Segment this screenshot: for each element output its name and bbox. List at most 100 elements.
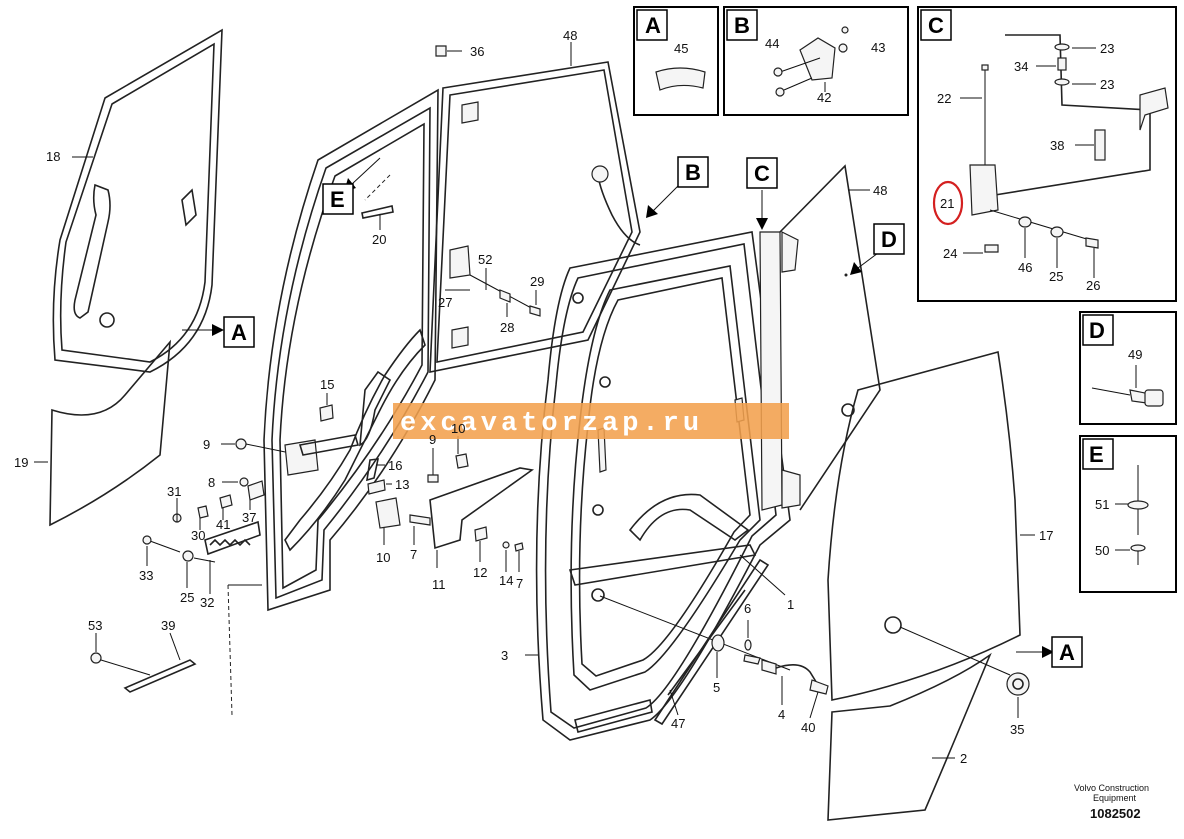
callout-48: 48 [563, 28, 577, 43]
callout-16: 16 [388, 458, 402, 473]
callout-41: 41 [216, 517, 230, 532]
watermark: excavatorzap.ru [393, 403, 789, 439]
detail-label-a-right: A [1059, 640, 1075, 665]
callout-b-43: 43 [871, 40, 885, 55]
callout-18: 18 [46, 149, 60, 164]
callout-a-45: 45 [674, 41, 688, 56]
panel-2 [827, 652, 992, 821]
detail-arrow-a-right [1016, 636, 1083, 668]
callout-6: 6 [744, 601, 751, 616]
glass-48-right [779, 164, 881, 511]
callout-7-right: 7 [516, 576, 523, 591]
detail-label-d-box: D [1089, 318, 1105, 343]
callout-c-21: 21 [940, 196, 954, 211]
callout-c-23-bottom: 23 [1100, 77, 1114, 92]
callout-10-top: 10 [451, 421, 465, 436]
detail-label-c-arrow: C [754, 161, 770, 186]
callout-17: 17 [1039, 528, 1053, 543]
part-20 [361, 205, 394, 230]
callout-27: 27 [438, 295, 452, 310]
callout-35: 35 [1010, 722, 1024, 737]
callout-d-49: 49 [1128, 347, 1142, 362]
callout-39: 39 [161, 618, 175, 633]
detail-label-e-box: E [1089, 442, 1104, 467]
callout-19: 19 [14, 455, 28, 470]
callout-32: 32 [200, 595, 214, 610]
detail-box-d [1079, 311, 1177, 425]
callout-31: 31 [167, 484, 181, 499]
caption-number: 1082502 [1090, 806, 1141, 821]
callout-7-left: 7 [410, 547, 417, 562]
callout-c-22: 22 [937, 91, 951, 106]
callout-8: 8 [208, 475, 215, 490]
callout-20: 20 [372, 232, 386, 247]
callout-36: 36 [470, 44, 484, 59]
callout-25-left: 25 [180, 590, 194, 605]
callout-10-bottom: 10 [376, 550, 390, 565]
detail-label-b-box: B [734, 13, 750, 38]
window-panel-18 [52, 28, 223, 373]
rear-door-frame [263, 88, 439, 612]
callout-3: 3 [501, 648, 508, 663]
panel-19 [34, 339, 172, 527]
callout-c-23-top: 23 [1100, 41, 1114, 56]
callout-c-34: 34 [1014, 59, 1028, 74]
callout-53: 53 [88, 618, 102, 633]
detail-label-c-box: C [928, 13, 944, 38]
detail-arrow-b [646, 156, 709, 218]
callout-2: 2 [960, 751, 967, 766]
window-48-top [429, 42, 641, 373]
caption-line2: Equipment [1093, 793, 1137, 803]
callout-47: 47 [671, 716, 685, 731]
callout-5: 5 [713, 680, 720, 695]
callout-c-46: 46 [1018, 260, 1032, 275]
callout-e-51: 51 [1095, 497, 1109, 512]
callout-37: 37 [242, 510, 256, 525]
detail-label-a-box: A [645, 13, 661, 38]
detail-arrow-c [746, 157, 778, 230]
callout-28: 28 [500, 320, 514, 335]
callout-b-44: 44 [765, 36, 779, 51]
part-35 [899, 626, 1030, 718]
detail-box-a [633, 6, 719, 116]
detail-box-c [917, 6, 1177, 302]
detail-label-b-arrow: B [685, 160, 701, 185]
callout-40: 40 [801, 720, 815, 735]
parts-53-39 [90, 632, 197, 693]
front-door-frame [535, 165, 855, 741]
callout-30: 30 [191, 528, 205, 543]
callout-e-50: 50 [1095, 543, 1109, 558]
detail-arrow-e [322, 157, 381, 215]
callout-c-24: 24 [943, 246, 957, 261]
callout-b-42: 42 [817, 90, 831, 105]
detail-arrow-d [850, 223, 905, 275]
detail-label-e-arrow: E [330, 187, 345, 212]
detail-box-e [1079, 435, 1177, 593]
detail-label-a-left: A [231, 320, 247, 345]
glass-17 [827, 350, 1035, 701]
part-36 [435, 45, 462, 57]
callout-15: 15 [320, 377, 334, 392]
callout-4: 4 [778, 707, 785, 722]
callout-13: 13 [395, 477, 409, 492]
callout-c-25: 25 [1049, 269, 1063, 284]
detail-box-b [723, 6, 909, 116]
callout-c-38: 38 [1050, 138, 1064, 153]
watermark-text: excavatorzap.ru [400, 409, 703, 439]
callout-29: 29 [530, 274, 544, 289]
parts-lower-left [142, 393, 535, 716]
callout-12: 12 [473, 565, 487, 580]
callout-1: 1 [787, 597, 794, 612]
callout-9-left: 9 [203, 437, 210, 452]
detail-arrow-a-left [182, 316, 255, 348]
callout-c-26: 26 [1086, 278, 1100, 293]
callout-33: 33 [139, 568, 153, 583]
callout-14: 14 [499, 573, 513, 588]
highlight-circle [932, 180, 964, 226]
callout-48-right: 48 [873, 183, 887, 198]
callout-52: 52 [478, 252, 492, 267]
caption-line1: Volvo Construction [1074, 783, 1149, 793]
parts-lower-center [525, 554, 829, 726]
callout-9-center: 9 [429, 432, 436, 447]
